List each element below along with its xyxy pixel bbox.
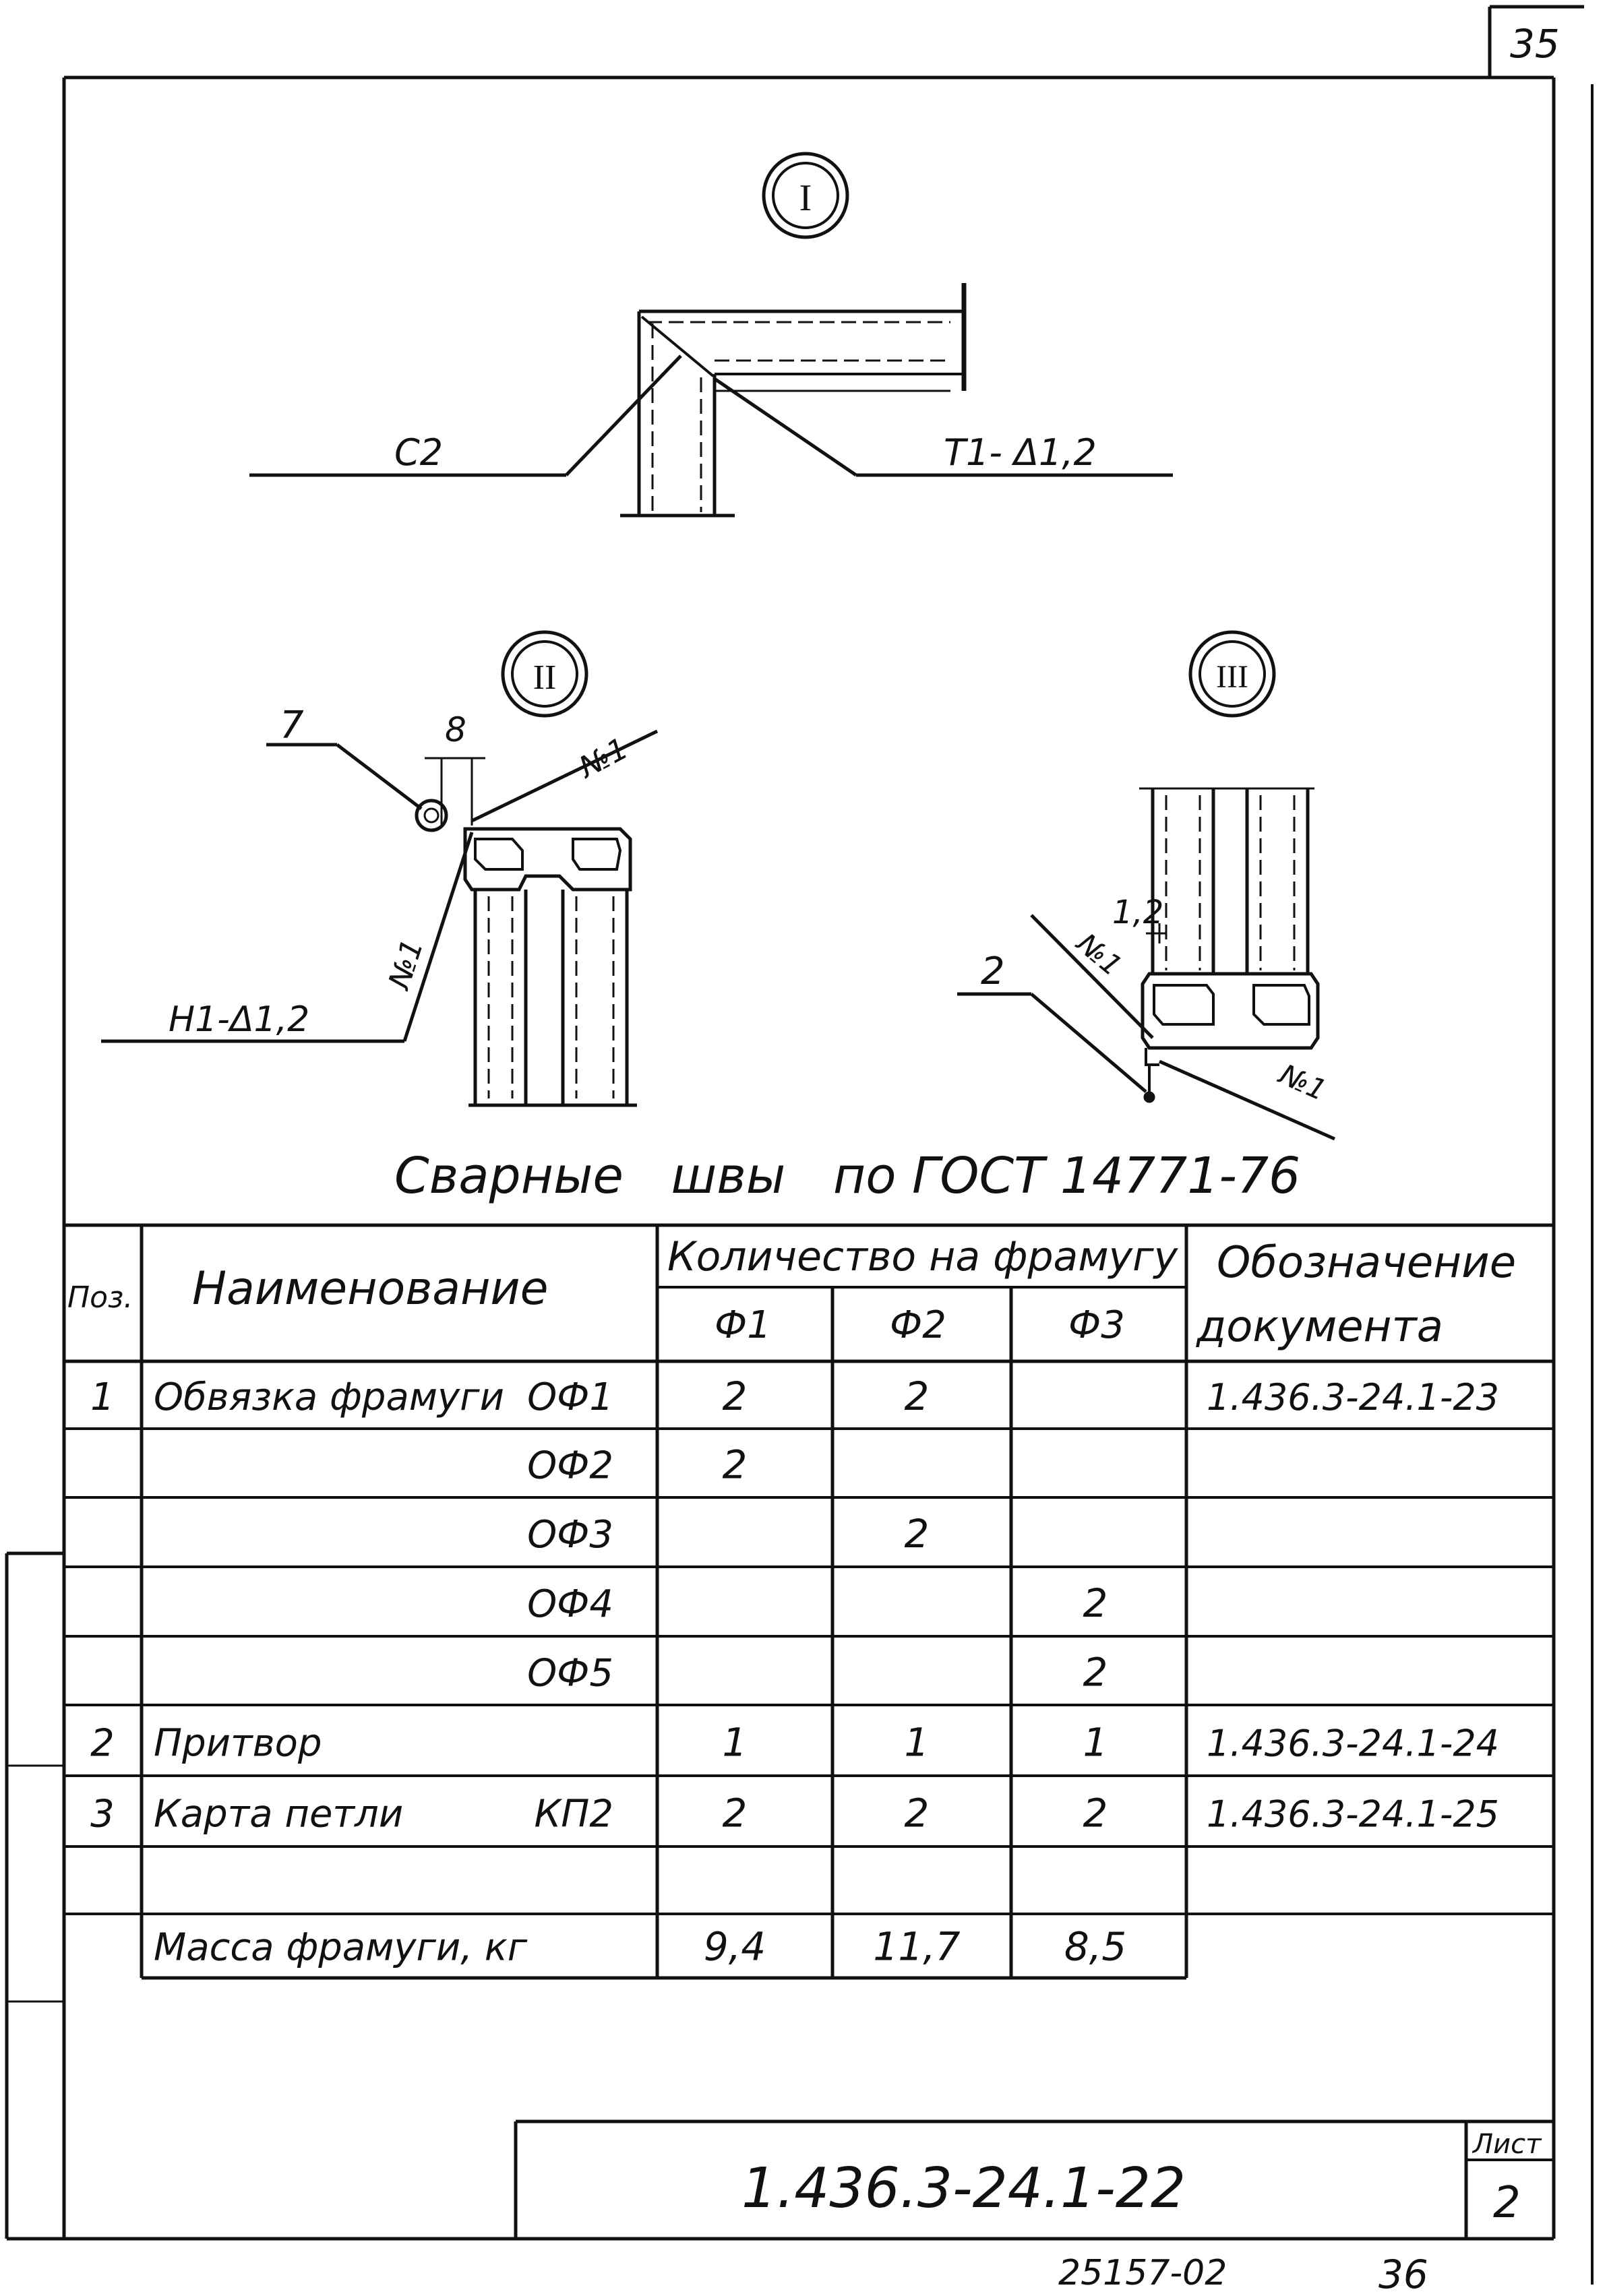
table-row: ОФ5 2 (527, 1649, 1108, 1695)
table-cell-f3: 2 (1083, 1791, 1108, 1836)
table-cell-name: Притвор (154, 1722, 322, 1766)
detail-2-label-n1-top: №1 (572, 731, 634, 786)
table-cell-f1: 2 (723, 1373, 748, 1419)
table-cell-pos: 3 (90, 1793, 115, 1836)
detail-1: I С2 Т1- Δ1,2 (249, 152, 1173, 518)
table-row: 3 Карта петли КП2 2 2 2 1.436.3-24.1-25 (90, 1791, 1499, 1836)
header-designation-line1: Обозначение (1217, 1238, 1516, 1288)
detail-2-profile (101, 729, 659, 1107)
table-row: ОФ4 2 (527, 1580, 1108, 1626)
detail-3-label-n1-upper: №1 (1070, 926, 1128, 983)
header-sub-f1: Ф1 (715, 1303, 771, 1347)
header-sub-f2: Ф2 (890, 1303, 946, 1347)
table-cell-mark: ОФ2 (527, 1444, 613, 1487)
bottom-note: 25157-02 (1058, 2253, 1227, 2293)
table-cell-f2: 1 (905, 1720, 930, 1766)
detail-2-marker: II (501, 630, 588, 718)
table-cell-pos: 2 (90, 1722, 115, 1766)
detail-2-label-weld: Н1-Δ1,2 (169, 999, 309, 1040)
detail-1-marker-label: I (799, 177, 812, 219)
sheet-number: 2 (1493, 2178, 1521, 2228)
spec-table-grid (64, 1223, 1554, 1980)
detail-2-label-dim: 8 (445, 710, 466, 749)
table-cell-f3: 8,5 (1064, 1923, 1126, 1969)
header-name: Наименование (192, 1262, 548, 1315)
detail-1-corner-profile (249, 283, 1173, 518)
header-pos: Поз. (67, 1280, 133, 1315)
table-cell-name: Обвязка фрамуги (154, 1375, 504, 1419)
table-cell-f2: 11,7 (873, 1923, 960, 1969)
table-cell-f2: 2 (905, 1791, 930, 1836)
title-block (514, 2119, 1554, 2239)
header-designation-line2: документа (1196, 1302, 1443, 1352)
detail-3: III 1,2 2 (957, 630, 1336, 1141)
table-cell-doc: 1.436.3-24.1-25 (1207, 1793, 1499, 1836)
detail-3-marker-label: III (1216, 659, 1248, 695)
detail-1-marker: I (762, 152, 849, 239)
table-row: ОФ2 2 (527, 1441, 747, 1487)
table-row: 1 Обвязка фрамуги ОФ1 2 2 1.436.3-24.1-23 (90, 1373, 1499, 1419)
detail-2-marker-label: II (533, 658, 557, 697)
table-cell-name: Карта петли (154, 1793, 403, 1836)
detail-2-label-pos: 7 (280, 704, 304, 747)
detail-3-label-pos: 2 (981, 950, 1005, 993)
sheet-label: Лист (1472, 2129, 1542, 2160)
table-row: ОФ3 2 (527, 1511, 929, 1557)
table-cell-f1: 2 (723, 1791, 748, 1836)
weld-caption: Сварные швы по ГОСТ 14771-76 (394, 1147, 1300, 1205)
header-quantity: Количество на фрамугу (667, 1233, 1179, 1280)
table-cell-f3: 2 (1083, 1580, 1108, 1626)
table-cell-doc: 1.436.3-24.1-24 (1207, 1723, 1499, 1765)
table-row: 2 Притвор 1 1 1 1.436.3-24.1-24 (90, 1720, 1499, 1766)
document-number: 1.436.3-24.1-22 (741, 2157, 1186, 2221)
table-row: Масса фрамуги, кг 9,4 11,7 8,5 (154, 1923, 1126, 1969)
table-cell-f1: 2 (723, 1441, 748, 1487)
sheet-frame (5, 5, 1594, 2285)
table-cell-mark: КП2 (535, 1793, 614, 1836)
detail-1-label-right: Т1- Δ1,2 (944, 431, 1097, 474)
header-sub-f3: Ф3 (1068, 1303, 1125, 1347)
table-cell-mark: ОФ4 (527, 1582, 613, 1626)
table-cell-f2: 2 (905, 1511, 930, 1557)
table-cell-name: Масса фрамуги, кг (154, 1925, 528, 1969)
detail-2: II (101, 630, 659, 1107)
table-cell-pos: 1 (90, 1375, 115, 1419)
bottom-note-2: 36 (1378, 2252, 1428, 2296)
detail-3-marker: III (1188, 630, 1276, 718)
detail-3-profile (957, 787, 1336, 1141)
detail-3-label-dim: 1,2 (1112, 894, 1163, 931)
detail-3-label-n1-lower: №1 (1273, 1057, 1331, 1107)
table-cell-f1: 9,4 (704, 1923, 766, 1969)
table-cell-f3: 2 (1083, 1649, 1108, 1695)
detail-1-label-left: С2 (394, 431, 443, 474)
table-cell-mark: ОФ5 (527, 1651, 613, 1695)
table-cell-f2: 2 (905, 1373, 930, 1419)
table-cell-mark: ОФ3 (527, 1513, 613, 1557)
table-cell-mark: ОФ1 (527, 1375, 613, 1419)
table-cell-f1: 1 (723, 1720, 748, 1766)
spec-table-header: Поз. Наименование Количество на фрамугу … (67, 1233, 1516, 1352)
table-cell-doc: 1.436.3-24.1-23 (1207, 1376, 1499, 1419)
table-cell-f3: 1 (1083, 1720, 1108, 1766)
corner-page-number: 35 (1510, 21, 1560, 67)
